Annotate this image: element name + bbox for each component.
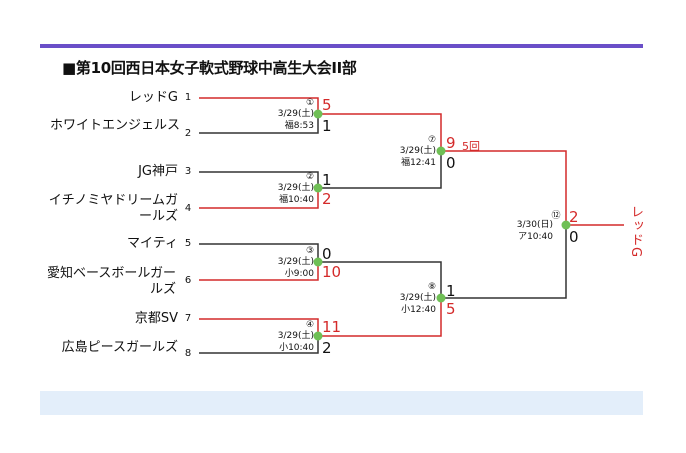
score-bottom: 0 [446, 154, 456, 172]
score-top: 1 [322, 171, 332, 189]
score-top: 0 [322, 245, 332, 263]
champion-label: レッドG [628, 205, 643, 259]
score-top: 1 [446, 282, 456, 300]
match-date: 3/29(土) [277, 257, 314, 267]
match-place-time: ア10:40 [518, 232, 553, 242]
match-number: ⑧ [427, 282, 437, 292]
score-bottom: 10 [322, 263, 342, 281]
match-dot-7 [436, 146, 446, 156]
seed-number: 1 [184, 92, 192, 103]
match-date: 3/30(日) [516, 220, 553, 230]
seed-number: 8 [184, 348, 192, 359]
team-name: 京都SV [134, 311, 178, 326]
match-place-time: 福12:41 [401, 158, 436, 168]
match-dot-8 [436, 293, 446, 303]
match-place-time: 福10:40 [279, 195, 314, 205]
team-name: 愛知ベースボールガールズ [47, 266, 176, 297]
match-date: 3/29(土) [277, 109, 314, 119]
match-place-time: 小12:40 [401, 305, 436, 315]
match-number: ⑦ [427, 135, 437, 145]
line-team-1 [199, 97, 319, 114]
line-m7-winner [441, 150, 567, 225]
match-place-time: 福8:53 [284, 121, 314, 131]
line-m3-winner [318, 261, 442, 298]
match-dot-3 [313, 257, 323, 267]
match-dot-12 [561, 220, 571, 230]
score-top: 9 [446, 134, 456, 152]
team-name: 広島ピースガールズ [61, 340, 178, 355]
match-dot-1 [313, 109, 323, 119]
team-name: JG神戸 [138, 164, 178, 179]
seed-number: 7 [184, 313, 192, 324]
line-m1-winner [318, 113, 442, 151]
team-name: イチノミヤドリームガールズ [48, 193, 178, 224]
match-date: 3/29(土) [277, 183, 314, 193]
score-bottom: 5 [446, 300, 456, 318]
match-number: ⑫ [551, 211, 561, 221]
match-dot-4 [313, 331, 323, 341]
score-bottom: 1 [322, 117, 332, 135]
page-title: ■第10回西日本女子軟式野球中高生大会II部 [62, 59, 357, 77]
score-bottom: 0 [569, 228, 579, 246]
line-team-5 [199, 243, 319, 262]
line-team-4 [199, 188, 319, 209]
seed-number: 3 [184, 166, 192, 177]
match-number: ④ [305, 320, 315, 330]
score-top: 11 [322, 318, 342, 336]
line-team-3 [199, 171, 319, 188]
score-bottom: 2 [322, 190, 332, 208]
line-team-8 [199, 336, 319, 354]
header-accent-rule [40, 44, 643, 48]
match-number: ② [305, 172, 315, 182]
match-date: 3/29(土) [399, 293, 436, 303]
team-name: レッドG [128, 90, 178, 105]
match-date: 3/29(土) [399, 146, 436, 156]
line-team-6 [199, 262, 319, 281]
innings-note: 5回 [462, 140, 480, 153]
match-number: ③ [305, 246, 315, 256]
seed-number: 2 [184, 128, 192, 139]
match-dot-2 [313, 183, 323, 193]
match-date: 3/29(土) [277, 331, 314, 341]
footer-band [40, 391, 643, 415]
match-place-time: 小10:40 [279, 343, 314, 353]
match-number: ① [305, 98, 315, 108]
score-top: 5 [322, 96, 332, 114]
team-name: ホワイトエンジェルス [49, 118, 180, 133]
seed-number: 5 [184, 238, 192, 249]
line-m4-winner [318, 298, 442, 337]
team-name: マイティ [127, 236, 178, 251]
seed-number: 6 [184, 275, 192, 286]
line-m8-winner [441, 225, 567, 299]
line-team-7 [199, 318, 319, 336]
line-team-2 [199, 114, 319, 134]
line-m2-winner [318, 151, 442, 189]
seed-number: 4 [184, 203, 192, 214]
score-bottom: 2 [322, 339, 332, 357]
match-place-time: 小9:00 [284, 269, 314, 279]
score-top: 2 [569, 208, 579, 226]
